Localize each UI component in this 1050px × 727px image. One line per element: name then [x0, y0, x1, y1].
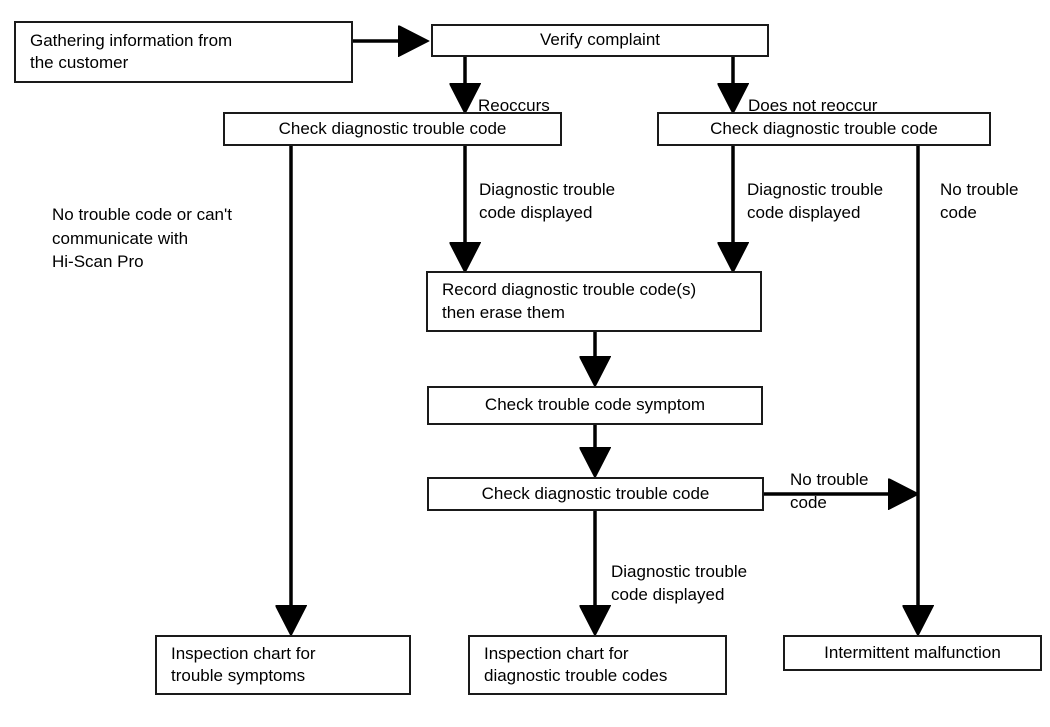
- node-label: Check diagnostic trouble code: [278, 118, 507, 138]
- node-gathering-information[interactable]: Gathering information from the customer: [14, 21, 353, 83]
- node-check-diagnostic-trouble-code-left[interactable]: Check diagnostic trouble code: [223, 112, 562, 146]
- edge-label-text: Diagnostic trouble code displayed: [611, 562, 748, 604]
- edge-label-diagnostic-trouble-code-displayed-left: Diagnostic trouble code displayed: [479, 157, 615, 224]
- node-label: Check diagnostic trouble code: [710, 118, 938, 138]
- edge-label-text: Diagnostic trouble code displayed: [479, 180, 616, 222]
- node-record-diagnostic-trouble-codes[interactable]: Record diagnostic trouble code(s) then e…: [426, 271, 762, 332]
- node-intermittent-malfunction[interactable]: Intermittent malfunction: [783, 635, 1042, 671]
- edge-label-text: Diagnostic trouble code displayed: [747, 180, 884, 222]
- node-check-diagnostic-trouble-code-right[interactable]: Check diagnostic trouble code: [657, 112, 991, 146]
- edge-label-reoccurs: Reoccurs: [478, 73, 550, 118]
- node-inspection-chart-trouble-symptoms[interactable]: Inspection chart for trouble symptoms: [155, 635, 411, 695]
- node-label: Intermittent malfunction: [824, 642, 1001, 662]
- node-inspection-chart-diagnostic-trouble-codes[interactable]: Inspection chart for diagnostic trouble …: [468, 635, 727, 695]
- node-check-trouble-code-symptom[interactable]: Check trouble code symptom: [427, 386, 763, 425]
- node-check-diagnostic-trouble-code-middle[interactable]: Check diagnostic trouble code: [427, 477, 764, 511]
- node-verify-complaint[interactable]: Verify complaint: [431, 24, 769, 57]
- edge-label-text: Reoccurs: [478, 96, 550, 116]
- edge-label-does-not-reoccur: Does not reoccur: [748, 73, 877, 118]
- node-label: Check diagnostic trouble code: [481, 483, 710, 503]
- edge-label-text: No trouble code: [940, 180, 1019, 222]
- node-label: Inspection chart for trouble symptoms: [171, 643, 316, 685]
- edge-label-text: No trouble code or can't communicate wit…: [52, 205, 232, 272]
- edge-label-no-trouble-code-middle: No trouble code: [790, 447, 868, 514]
- node-label: Gathering information from the customer: [30, 30, 233, 72]
- node-label: Record diagnostic trouble code(s) then e…: [442, 280, 697, 322]
- node-label: Inspection chart for diagnostic trouble …: [484, 643, 668, 685]
- node-label: Check trouble code symptom: [484, 395, 706, 415]
- edge-label-diagnostic-trouble-code-displayed-middle: Diagnostic trouble code displayed: [611, 539, 747, 606]
- edge-label-text: No trouble code: [790, 470, 869, 512]
- node-label: Verify complaint: [540, 30, 660, 50]
- edge-label-no-trouble-code-right: No trouble code: [940, 157, 1018, 224]
- edge-label-no-trouble-code-or-cannot-communicate: No trouble code or can't communicate wit…: [52, 180, 232, 274]
- edge-label-diagnostic-trouble-code-displayed-right: Diagnostic trouble code displayed: [747, 157, 883, 224]
- edge-label-text: Does not reoccur: [748, 96, 878, 116]
